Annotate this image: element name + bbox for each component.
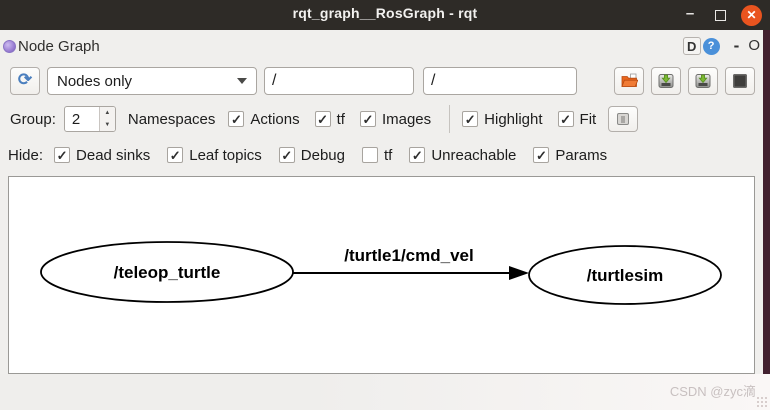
images-checkbox[interactable]: ✓: [359, 111, 376, 127]
dock-dockable-button[interactable]: D: [682, 37, 701, 55]
graph-canvas[interactable]: /teleop_turtle /turtle1/cmd_vel /turtles…: [8, 176, 755, 374]
actions-checkbox-label[interactable]: Actions: [250, 110, 300, 128]
check-icon: ✓: [317, 111, 329, 127]
arrowhead-icon: [509, 266, 529, 280]
window-titlebar[interactable]: rqt_graph__RosGraph - rqt – ✕: [0, 0, 770, 30]
checkbox-group-debug: ✓ Debug: [278, 146, 345, 164]
snapshot-icon: [733, 74, 747, 88]
refresh-icon: ⟳: [17, 70, 33, 89]
window-title: rqt_graph__RosGraph - rqt: [292, 5, 478, 21]
leaf-topics-checkbox[interactable]: ✓: [167, 147, 184, 163]
resize-grip[interactable]: [756, 396, 768, 408]
spinbox-arrows: ▲ ▼: [98, 107, 115, 131]
node-filter-input[interactable]: [264, 67, 414, 95]
minimize-icon[interactable]: –: [685, 4, 695, 22]
images-checkbox-label[interactable]: Images: [381, 110, 432, 128]
fit-checkbox[interactable]: ✓: [557, 111, 574, 127]
graph-toolbar: ⟳ Nodes only: [0, 62, 755, 100]
leaf-topics-checkbox-label[interactable]: Leaf topics: [189, 146, 262, 164]
dock-title: Node Graph: [18, 37, 100, 55]
check-icon: ✓: [362, 111, 374, 127]
check-icon: ✓: [169, 147, 181, 163]
close-button[interactable]: ✕: [741, 4, 762, 26]
snapshot-button[interactable]: [725, 67, 755, 95]
dock-collapse-button[interactable]: -: [733, 36, 740, 55]
dead-sinks-checkbox-label[interactable]: Dead sinks: [76, 146, 151, 164]
node-label: /teleop_turtle: [114, 263, 221, 282]
checkbox-group-params: ✓ Params: [533, 147, 607, 164]
checkbox-group-dead-sinks: ✓ Dead sinks: [54, 147, 150, 164]
check-icon: ✓: [230, 111, 242, 127]
graph-node-turtlesim: /turtlesim: [528, 245, 722, 305]
group-tf-checkbox[interactable]: ✓: [314, 111, 331, 127]
graph-type-value: Nodes only: [57, 72, 133, 90]
group-label: Group:: [10, 110, 56, 128]
fit-in-view-icon: [617, 113, 630, 125]
dock-header: Node Graph D ? - O: [0, 30, 770, 62]
checkbox-group-actions: ✓ Actions: [228, 110, 300, 128]
load-dot-button[interactable]: [614, 67, 644, 95]
help-icon[interactable]: ?: [702, 37, 720, 55]
graph-edge-cmd-vel: /turtle1/cmd_vel: [293, 246, 529, 280]
dock-close-button[interactable]: O: [748, 37, 760, 54]
rqt-plugin-icon: [3, 39, 16, 53]
debug-checkbox-label[interactable]: Debug: [300, 146, 345, 164]
open-folder-icon: [620, 73, 638, 87]
params-checkbox-label[interactable]: Params: [555, 146, 608, 164]
close-icon: ✕: [746, 8, 757, 22]
unreachable-checkbox-label[interactable]: Unreachable: [431, 146, 517, 164]
desktop-background-strip: [763, 30, 770, 374]
highlight-checkbox-label[interactable]: Highlight: [484, 110, 543, 128]
namespaces-label: Namespaces: [127, 110, 216, 128]
checkbox-group-images: ✓ Images: [359, 110, 432, 128]
maximize-icon[interactable]: [715, 9, 726, 21]
topic-filter-input[interactable]: [423, 67, 577, 95]
check-icon: ✓: [411, 147, 423, 163]
save-icon: [695, 74, 711, 88]
hide-tf-checkbox[interactable]: ✓: [361, 147, 378, 163]
chevron-down-icon: [237, 78, 247, 84]
save-dot-button[interactable]: [651, 67, 681, 95]
check-icon: ✓: [56, 147, 68, 163]
watermark-text: CSDN @zyc滴: [669, 384, 756, 399]
unreachable-checkbox[interactable]: ✓: [409, 147, 426, 163]
save-icon: [658, 74, 674, 88]
check-icon: ✓: [560, 111, 571, 127]
vertical-separator: [449, 105, 451, 133]
group-tf-checkbox-label[interactable]: tf: [336, 110, 345, 128]
checkbox-group-tf: ✓ tf: [314, 110, 345, 128]
fit-checkbox-label[interactable]: Fit: [579, 110, 597, 128]
highlight-checkbox[interactable]: ✓: [462, 111, 479, 127]
refresh-button[interactable]: ⟳: [10, 67, 40, 95]
dead-sinks-checkbox[interactable]: ✓: [54, 147, 71, 163]
group-spinbox[interactable]: 2 ▲ ▼: [63, 106, 116, 132]
checkbox-group-leaf-topics: ✓ Leaf topics: [167, 147, 262, 164]
check-icon: ✓: [464, 111, 476, 127]
window-bottom-margin: CSDN @zyc滴: [0, 374, 770, 410]
hide-label: Hide:: [8, 146, 44, 164]
node-label: /turtlesim: [587, 266, 664, 285]
actions-checkbox[interactable]: ✓: [228, 111, 245, 127]
spin-up-icon[interactable]: ▲: [104, 110, 111, 116]
checkbox-group-highlight: ✓ Highlight: [462, 110, 543, 128]
hide-row: Hide: ✓ Dead sinks ✓ Leaf topics ✓ Debug…: [8, 138, 758, 172]
edge-label: /turtle1/cmd_vel: [344, 246, 473, 265]
check-icon: ✓: [535, 147, 547, 163]
checkbox-group-fit: ✓ Fit: [557, 110, 597, 128]
check-icon: ✓: [281, 147, 293, 163]
fit-in-view-button[interactable]: [608, 106, 639, 132]
checkbox-group-unreachable: ✓ Unreachable: [409, 147, 516, 164]
checkbox-group-hide-tf: ✓ tf: [361, 146, 393, 164]
params-checkbox[interactable]: ✓: [533, 147, 550, 163]
debug-checkbox[interactable]: ✓: [278, 147, 295, 163]
save-image-button[interactable]: [688, 67, 718, 95]
spin-down-icon[interactable]: ▼: [104, 122, 111, 128]
options-row: Group: 2 ▲ ▼ Namespaces ✓ Actions ✓ tf ✓: [10, 100, 760, 138]
window-controls: – ✕: [675, 0, 762, 30]
graph-type-select[interactable]: Nodes only: [47, 67, 257, 95]
graph-node-teleop-turtle: /teleop_turtle: [40, 241, 294, 303]
hide-tf-checkbox-label[interactable]: tf: [383, 146, 393, 164]
group-spinbox-value: 2: [71, 111, 81, 128]
